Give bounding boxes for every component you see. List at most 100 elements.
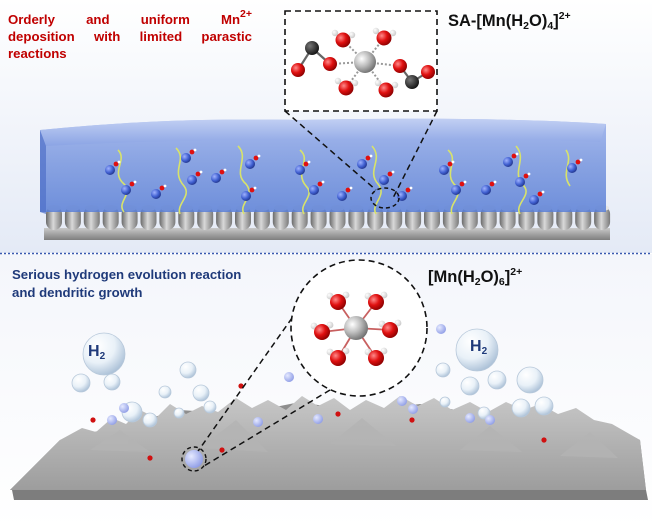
- oxygen-dot: [195, 171, 201, 177]
- oxygen-atom: [368, 350, 384, 366]
- oxygen-dot: [249, 187, 255, 193]
- hydrogen-bubble: [173, 407, 185, 419]
- mn-ion: [567, 163, 577, 173]
- h2-right-h: H: [470, 338, 482, 355]
- hydrogen-bubble: [439, 396, 451, 408]
- oxygen-atom: [323, 57, 337, 71]
- hydrogen-dot: [117, 160, 121, 164]
- mn-ion: [105, 165, 115, 175]
- hydrogen-atom: [380, 291, 388, 299]
- mn-ion-free: [408, 404, 418, 414]
- hydrogen-bubble: [460, 376, 480, 396]
- hydrogen-dot: [515, 152, 519, 156]
- zoom-line-left: [284, 110, 377, 191]
- bottom-caption-line1: Serious hydrogen evolution reaction: [12, 267, 242, 282]
- manganese-atom: [354, 51, 376, 73]
- h2-right-sub: 2: [481, 346, 488, 357]
- mn-ion: [439, 165, 449, 175]
- formula-top-charge: 2+: [558, 10, 571, 22]
- target-ion: [185, 450, 203, 468]
- hydrogen-atom: [374, 79, 382, 87]
- oxygen-atom: [368, 294, 384, 310]
- hydrogen-dot: [349, 186, 353, 190]
- h2-label-right: H2: [470, 338, 487, 357]
- zoom-target-bottom: [181, 446, 207, 472]
- oxygen-atom: [338, 80, 354, 96]
- oxygen-dot: [405, 187, 411, 193]
- hydrogen-dot: [257, 154, 261, 158]
- bottom-caption: Serious hydrogen evolution reaction and …: [12, 266, 312, 302]
- oxygen-dot: [523, 173, 529, 179]
- mn-ion-free: [397, 396, 407, 406]
- hydrogen-bubble: [487, 370, 507, 390]
- hydrogen-atom: [331, 29, 339, 37]
- top-caption-line1: Orderly and uniform Mn: [8, 12, 241, 27]
- mn-ion: [337, 191, 347, 201]
- mn-ion-free: [284, 372, 294, 382]
- carbon-atom: [305, 41, 319, 55]
- hydrogen-dot: [493, 180, 497, 184]
- top-caption-charge: 2+: [240, 8, 252, 20]
- hydrogen-bubble: [516, 366, 544, 394]
- hydrogen-dot: [163, 184, 167, 188]
- h2-label-left: H2: [88, 343, 105, 362]
- mn-ion: [379, 175, 389, 185]
- formula-top-close: ]: [553, 12, 559, 30]
- mn-ion: [515, 177, 525, 187]
- hydrogen-atom: [342, 291, 350, 299]
- mn-ion: [241, 191, 251, 201]
- oxygen-atom: [378, 82, 394, 98]
- hydrogen-atom: [372, 27, 380, 35]
- oxygen-dot: [219, 169, 225, 175]
- mn-h2o6-complex: [310, 291, 402, 366]
- oxygen-dot: [575, 159, 581, 165]
- hydrogen-dot: [223, 168, 227, 172]
- mn-ion: [503, 157, 513, 167]
- formula-bottom-charge: 2+: [510, 266, 523, 278]
- mn-ion: [121, 185, 131, 195]
- top-caption-line3: reactions: [8, 46, 67, 61]
- carbon-atom: [405, 75, 419, 89]
- mn-ion: [481, 185, 491, 195]
- hydrogen-dot: [409, 186, 413, 190]
- oxygen-atom: [393, 59, 407, 73]
- hydrogen-dot: [321, 180, 325, 184]
- oxygen-dot: [511, 153, 517, 159]
- manganese-atom: [344, 316, 368, 340]
- hydrogen-atom: [334, 77, 342, 85]
- zoom-line-left-bottom: [195, 317, 293, 455]
- hydrogen-dot: [253, 186, 257, 190]
- hydrogen-dot: [133, 180, 137, 184]
- hydrogen-bubble: [158, 385, 172, 399]
- hydrogen-bubbles: [71, 328, 554, 428]
- sa-mn-h2o4-complex: [291, 27, 435, 98]
- mn-ion: [529, 195, 539, 205]
- hydrogen-bubble: [142, 412, 158, 428]
- oxygen-dot: [90, 417, 96, 423]
- oxygen-dot: [409, 417, 415, 423]
- gel-side: [40, 130, 46, 214]
- hydrogen-bubble: [103, 373, 121, 391]
- mn-ion: [187, 175, 197, 185]
- mn-ion: [309, 185, 319, 195]
- hydrogen-bubble: [203, 400, 217, 414]
- oxygen-dot: [189, 149, 195, 155]
- hydrogen-bubble: [192, 384, 210, 402]
- hydrogen-bubble: [71, 373, 91, 393]
- hydrogen-atom: [394, 319, 402, 327]
- formula-top-sub2: 4: [547, 20, 554, 32]
- free-ions: [90, 324, 547, 461]
- hydrogen-atom: [389, 29, 397, 37]
- mn-ion: [295, 165, 305, 175]
- bottom-caption-line2: and dendritic growth: [12, 285, 143, 300]
- mn-ion: [211, 173, 221, 183]
- substrate-plate: [44, 228, 610, 240]
- formula-bottom-sub1: 2: [474, 276, 481, 288]
- mn-ion-free: [465, 413, 475, 423]
- mn-ion-free: [107, 415, 117, 425]
- hydrogen-dot: [579, 158, 583, 162]
- surface-edge: [12, 490, 648, 500]
- hydrogen-dot: [527, 172, 531, 176]
- hydrogen-dot: [391, 170, 395, 174]
- oxygen-dot: [303, 161, 309, 167]
